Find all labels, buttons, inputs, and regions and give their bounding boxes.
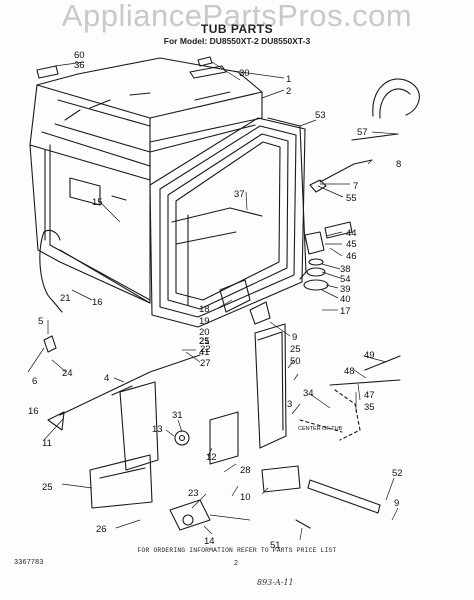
- callout: 10: [240, 492, 251, 503]
- callout: 5: [38, 316, 43, 327]
- callout: 25: [199, 336, 210, 347]
- callout: 52: [392, 468, 403, 479]
- drain-hose-left: [39, 231, 63, 313]
- callout: 19: [199, 316, 210, 327]
- callout: 20: [199, 327, 210, 338]
- callout: 36: [74, 60, 85, 71]
- callout: 50: [290, 356, 301, 367]
- callout: 25: [42, 482, 53, 493]
- door-gasket: [149, 117, 306, 328]
- callout: 45: [346, 239, 357, 250]
- callout: 4: [104, 373, 109, 384]
- callout: 9: [394, 498, 399, 509]
- callout: 34: [303, 388, 314, 399]
- callout: 8: [396, 159, 401, 170]
- latch-part: [36, 65, 59, 79]
- callout: 25: [290, 344, 301, 355]
- callout: 15: [92, 197, 103, 208]
- callout: 18: [199, 304, 210, 315]
- wheel-24: [174, 430, 190, 446]
- callout: 38: [340, 264, 351, 275]
- callout: 39: [340, 284, 351, 295]
- callout: 24: [62, 368, 73, 379]
- callout: 21: [60, 293, 71, 304]
- callout: 26: [96, 524, 107, 535]
- document-number: 3367783: [14, 559, 44, 567]
- callout: 51: [270, 540, 281, 551]
- callout: 2: [286, 86, 291, 97]
- callout-labels: 60 36 30 1 2 53 57 8 7 55 37 15 44 45 46…: [28, 50, 403, 551]
- callout: 16: [28, 406, 39, 417]
- callout: 37: [234, 189, 245, 200]
- page-title: TUB PARTS: [200, 22, 274, 36]
- center-of-tub-note: CENTER OF TUB: [298, 426, 343, 432]
- callout: 12: [206, 452, 217, 463]
- page-number: 2: [234, 560, 238, 567]
- callout: 11: [42, 438, 52, 449]
- callout: 49: [364, 350, 375, 361]
- fill-hose: [372, 78, 420, 117]
- center-line: [299, 419, 343, 433]
- callout: 9: [292, 332, 297, 343]
- bracket-13: [209, 411, 239, 465]
- pump-assembly: [169, 499, 211, 531]
- spray-arm-arm: [59, 354, 201, 416]
- gasket-strip: [267, 117, 307, 280]
- callout: 17: [340, 306, 351, 317]
- left-base: [89, 454, 153, 509]
- callout: 30: [239, 68, 250, 79]
- wire: [351, 133, 399, 141]
- callout: 54: [340, 274, 351, 285]
- callout: 48: [344, 366, 355, 377]
- callout: 60: [74, 50, 85, 61]
- ordering-footer: FOR ORDERING INFORMATION REFER TO PARTS …: [137, 547, 337, 554]
- lower-rail: [307, 479, 381, 514]
- callout: 7: [353, 181, 358, 192]
- callout: 13: [152, 424, 163, 435]
- callout: 55: [346, 193, 357, 204]
- callout: 35: [364, 402, 375, 413]
- callout: 16: [92, 297, 103, 308]
- callout: 28: [240, 465, 251, 476]
- handwritten-note: 893-A-11: [257, 578, 294, 587]
- callout: 44: [346, 228, 357, 239]
- callout: 6: [32, 376, 37, 387]
- callout: 1: [286, 74, 291, 85]
- callout: 22: [200, 344, 211, 355]
- callout: 14: [204, 536, 215, 547]
- callout: 31: [172, 410, 183, 421]
- small-part-14: [295, 519, 311, 529]
- callout: 27: [200, 358, 211, 369]
- callout: 47: [364, 390, 375, 401]
- callout: 21: [199, 336, 210, 347]
- top-bracket: [189, 65, 227, 79]
- right-panel: [254, 323, 287, 449]
- left-frame: [119, 381, 159, 471]
- callout: 3: [287, 399, 292, 410]
- callout: 40: [340, 294, 351, 305]
- leader-lines: [27, 61, 399, 541]
- rod: [329, 379, 401, 386]
- callout: 57: [357, 127, 368, 138]
- callout: 23: [188, 488, 199, 499]
- callout: 53: [315, 110, 326, 121]
- callout: 41: [199, 347, 210, 358]
- callout: 46: [346, 251, 357, 262]
- float-switch: [304, 231, 325, 255]
- model-subtitle: For Model: DU8550XT-2 DU8550XT-3: [163, 36, 311, 46]
- bracket-28: [261, 465, 301, 493]
- tub-shell: [29, 57, 263, 304]
- watermark: AppliancePartsPros.com: [61, 0, 413, 33]
- fill-tube: [319, 159, 373, 183]
